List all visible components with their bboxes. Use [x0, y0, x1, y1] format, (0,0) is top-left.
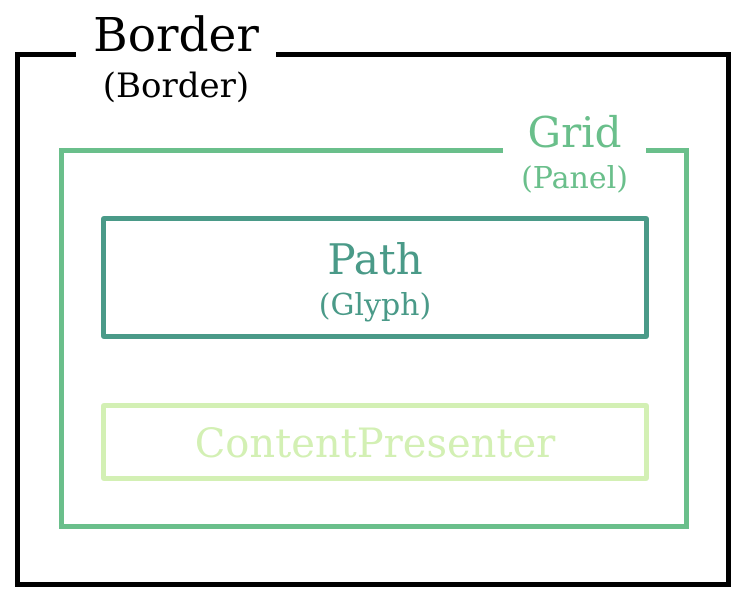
grid-title: Grid [527, 108, 622, 157]
border-label: Border (Border) [76, 10, 276, 108]
path-box: Path (Glyph) [101, 216, 649, 339]
content-presenter-title: ContentPresenter [194, 421, 556, 467]
grid-label: Grid (Panel) [503, 108, 646, 198]
path-subtitle: (Glyph) [318, 288, 432, 323]
path-title: Path [327, 235, 423, 284]
grid-box [59, 148, 689, 529]
border-box [15, 52, 731, 587]
content-presenter-box: ContentPresenter [101, 403, 649, 481]
border-title: Border [93, 8, 259, 63]
border-subtitle: (Border) [102, 66, 250, 106]
grid-subtitle: (Panel) [521, 161, 628, 196]
